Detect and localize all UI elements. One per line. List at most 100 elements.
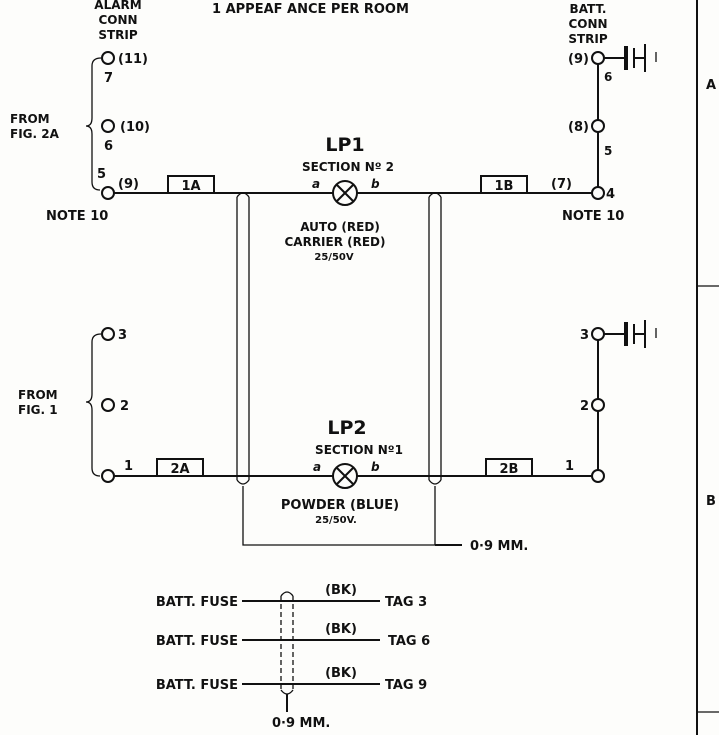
- wire-colour: (BK): [325, 622, 357, 637]
- from-label: FIG. 2A: [10, 127, 60, 141]
- lamp-desc: CARRIER (RED): [284, 235, 385, 249]
- terminal-label: (9): [568, 52, 589, 67]
- batt-strip-line: CONN: [568, 17, 607, 31]
- lamp-section: SECTION Nº1: [315, 443, 403, 457]
- component-box: [167, 175, 215, 194]
- terminal-label: 1: [124, 459, 133, 474]
- cable-end: [236, 479, 250, 485]
- lamp-cross: [336, 467, 354, 485]
- cable-label: 0·9 MM.: [470, 539, 528, 554]
- alarm-strip-line: CONN: [98, 13, 137, 27]
- pin-label: a: [313, 460, 321, 474]
- cable-end: [428, 479, 442, 485]
- cable-end: [428, 192, 442, 198]
- ground-symbol: [624, 44, 657, 72]
- cable-label: 0·9 MM.: [272, 716, 330, 731]
- tag-label: TAG 9: [385, 678, 427, 693]
- fuse-cable-bundle: [280, 591, 294, 712]
- from-brace: [85, 333, 102, 477]
- terminal: [591, 469, 605, 483]
- fuse-label: BATT. FUSE: [156, 634, 238, 649]
- terminal: [591, 398, 605, 412]
- terminal-label: 6: [604, 70, 612, 84]
- terminal-label: 1: [565, 459, 574, 474]
- terminal-label: 3: [580, 328, 589, 343]
- component-label: 1B: [495, 179, 514, 194]
- component-label: 2B: [500, 462, 519, 477]
- lamp-circle: [332, 180, 358, 206]
- component-box: [480, 175, 528, 194]
- component-label: 1A: [181, 179, 200, 194]
- alarm-strip-line: STRIP: [98, 28, 138, 42]
- lamp-desc: AUTO (RED): [300, 220, 380, 234]
- from-brace: [85, 57, 102, 191]
- terminal: [591, 327, 605, 341]
- cable-end: [280, 689, 294, 695]
- wire-colour: (BK): [325, 666, 357, 681]
- terminal-label: (8): [568, 120, 589, 135]
- cable-end: [280, 591, 294, 597]
- from-label: FIG. 1: [18, 403, 58, 417]
- lamp-cross: [336, 184, 354, 202]
- terminal: [101, 119, 115, 133]
- lamp-name: LP1: [325, 134, 364, 156]
- lamp-lp2: [332, 463, 358, 489]
- terminal: [101, 469, 115, 483]
- lamp-circle: [332, 463, 358, 489]
- terminal: [101, 398, 115, 412]
- note-label: NOTE 10: [46, 209, 108, 224]
- lamp-name: LP2: [327, 417, 366, 439]
- component-label: 2A: [170, 462, 189, 477]
- terminal-label: 6: [104, 139, 113, 154]
- terminal-label: (9): [118, 177, 139, 192]
- pin-label: a: [312, 177, 320, 191]
- terminal-label: 5: [97, 167, 106, 182]
- lamp-rating: 25/50V.: [315, 515, 357, 526]
- note-label: NOTE 10: [562, 209, 624, 224]
- pin-label: b: [371, 177, 380, 191]
- component-box: [485, 458, 533, 477]
- tag-label: TAG 3: [385, 595, 427, 610]
- terminal-label: 5: [604, 144, 612, 158]
- alarm-strip-line: ALARM: [94, 0, 141, 12]
- terminal: [591, 119, 605, 133]
- lamp-rating: 25/50V: [314, 252, 353, 263]
- terminal: [101, 186, 115, 200]
- from-label: FROM: [10, 112, 50, 126]
- wire-colour: (BK): [325, 583, 357, 598]
- terminal-label: 4: [606, 187, 615, 202]
- cable-end: [236, 192, 250, 198]
- terminal-label: 2: [120, 399, 129, 414]
- cable-run-right: [428, 192, 442, 485]
- from-label: FROM: [18, 388, 58, 402]
- fuse-label: BATT. FUSE: [156, 678, 238, 693]
- fuse-row: BATT. FUSE (BK) TAG 9: [156, 666, 427, 693]
- lamp-section: SECTION Nº 2: [302, 160, 394, 174]
- page-title: 1 APPEAF ANCE PER ROOM: [212, 2, 409, 17]
- terminal-label: (7): [551, 177, 572, 192]
- fuse-label: BATT. FUSE: [156, 595, 238, 610]
- batt-strip-label: BATT. CONN STRIP: [568, 2, 608, 46]
- lamp-desc: POWDER (BLUE): [281, 498, 399, 513]
- terminal-label: 3: [118, 328, 127, 343]
- terminal-label: 7: [104, 71, 113, 86]
- zone-label-a: A: [706, 78, 716, 93]
- terminal: [101, 327, 115, 341]
- tag-label: TAG 6: [388, 634, 430, 649]
- terminal-label: (10): [120, 120, 150, 135]
- terminal-label: 2: [580, 399, 589, 414]
- batt-strip-line: STRIP: [568, 32, 608, 46]
- terminal: [101, 51, 115, 65]
- pin-label: b: [371, 460, 380, 474]
- terminal: [591, 186, 605, 200]
- zone-label-b: B: [706, 494, 716, 509]
- lamp-lp1: [332, 180, 358, 206]
- terminal-label: (11): [118, 52, 148, 67]
- alarm-strip-label: ALARM CONN STRIP: [94, 0, 141, 42]
- terminal: [591, 51, 605, 65]
- fuse-row: BATT. FUSE (BK) TAG 3: [156, 583, 427, 610]
- component-box: [156, 458, 204, 477]
- cable-run-left: [236, 192, 250, 485]
